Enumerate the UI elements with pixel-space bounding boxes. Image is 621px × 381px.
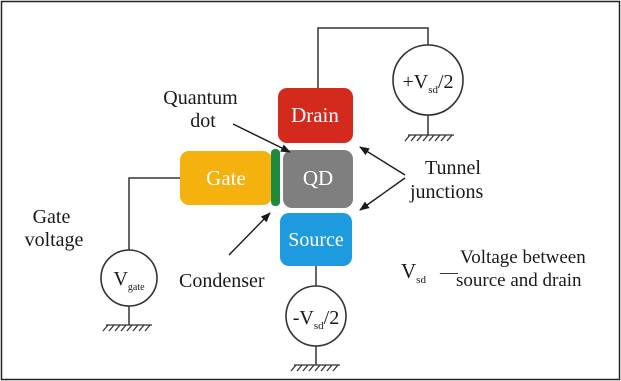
svg-text:Tunnel junctions: Tunnel junctions <box>409 157 486 203</box>
source-ground-icon <box>290 364 340 372</box>
svg-text:Voltage between source and: Voltage between source and drain <box>456 247 591 291</box>
source-voltage-sub: sd <box>314 320 324 332</box>
svg-text:Gate voltage: Gate voltage <box>25 206 84 251</box>
condenser-label: Condenser <box>179 270 265 292</box>
tunnel-label-line1: Tunnel <box>425 157 481 179</box>
vsd-desc-line1: Voltage between <box>460 247 586 268</box>
svg-text:+Vsd/2: +Vsd/2 <box>402 71 453 96</box>
source-voltage-source <box>285 285 347 347</box>
drain-voltage-sign: +V <box>402 71 428 93</box>
source-voltage-sign: -V <box>293 307 315 329</box>
quantum-dot-label-line1: Quantum <box>163 87 238 109</box>
gate-voltage-sub: gate <box>128 282 145 293</box>
gate-voltage-sign: V <box>113 268 128 290</box>
gate-voltage-source <box>100 249 158 307</box>
gate-box <box>180 151 272 205</box>
condenser-arrow <box>228 212 271 256</box>
condenser-bar <box>271 149 280 206</box>
source-box <box>280 213 352 266</box>
gate-wire <box>128 177 180 250</box>
arrows <box>228 123 406 256</box>
drain-label: Drain <box>291 103 339 127</box>
drain-voltage-sub: sd <box>428 84 438 96</box>
svg-text:Vsd—: Vsd — <box>401 259 459 286</box>
source-label: Source <box>288 229 344 251</box>
qd-label: QD <box>303 166 333 190</box>
gate-label: Gate <box>206 166 246 190</box>
svg-text:Quantum dot: Quantum dot <box>163 87 242 132</box>
drain-voltage-denom: /2 <box>438 71 454 93</box>
vsd-symbol: V <box>401 259 416 283</box>
quantum-dot-label-line2: dot <box>190 110 216 132</box>
gate-ground-icon <box>102 324 152 332</box>
vsd-desc-line2: source and drain <box>456 270 582 291</box>
tunnel-arrow-lower <box>359 177 406 211</box>
quantum-dot-arrow <box>232 123 291 153</box>
tunnel-label-line2: junctions <box>409 181 484 203</box>
gate-voltage-label-line1: Gate <box>33 206 71 228</box>
svg-text:Vgate: Vgate <box>113 268 145 293</box>
vsd-sub: sd <box>416 274 426 286</box>
drain-ground-icon <box>404 134 454 142</box>
source-voltage-denom: /2 <box>324 307 340 329</box>
svg-text:-Vsd/2: -Vsd/2 <box>293 307 339 332</box>
drain-voltage-source <box>392 44 464 116</box>
drain-box <box>278 88 353 143</box>
tunnel-arrow-upper <box>359 146 406 176</box>
gate-voltage-label-line2: voltage <box>25 229 84 251</box>
wires <box>128 27 429 365</box>
qd-box <box>283 150 353 208</box>
drain-wire <box>317 27 429 88</box>
vsd-dash: — <box>439 262 459 282</box>
